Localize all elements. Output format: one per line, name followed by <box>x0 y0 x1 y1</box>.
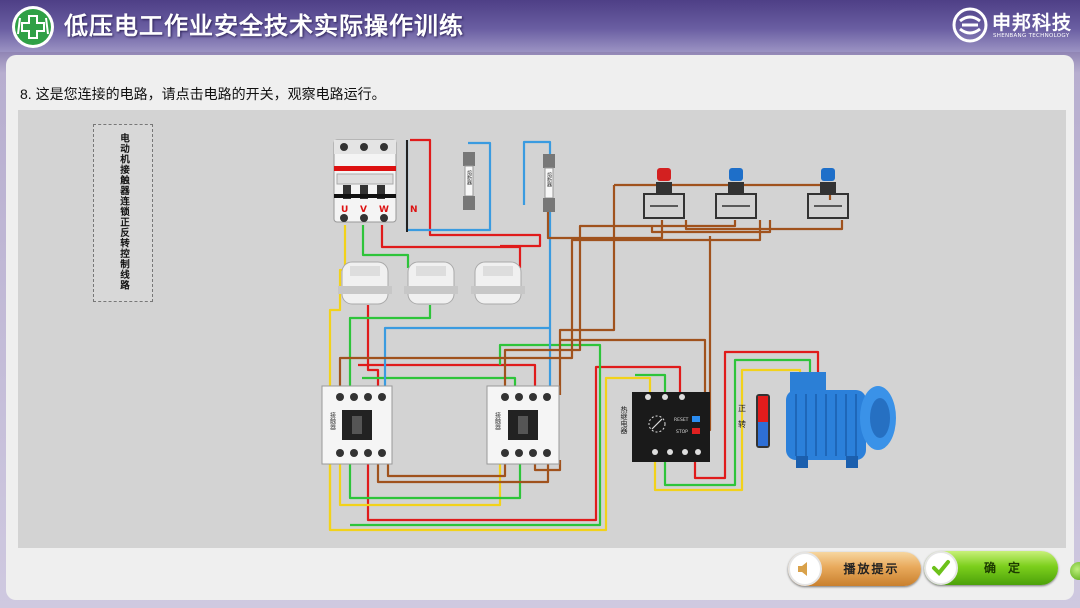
circuit-title-box: 电动机接触器连锁正反转控制线路 <box>93 124 153 302</box>
brand-name: 申邦科技 <box>992 12 1073 34</box>
brand-subtitle: SHENBANG TECHNOLOGY <box>993 33 1070 39</box>
next-page-icon[interactable] <box>1070 562 1080 580</box>
terminal-block-3 <box>471 261 525 305</box>
wire-red <box>366 305 380 395</box>
contactor-reverse-label: 接触器 <box>494 411 501 431</box>
checkmark-icon <box>924 551 958 585</box>
breaker-label-v: V <box>360 205 367 215</box>
circuit-breaker[interactable]: U V W <box>333 139 397 223</box>
wire-brown <box>684 220 844 231</box>
contactor-forward-label: 接触器 <box>329 411 336 431</box>
title-bar: 低压电工作业安全技术实际操作训练 申邦科技 SHENBANG TECHNOLOG… <box>0 0 1080 52</box>
wire-red <box>366 365 682 522</box>
confirm-button[interactable]: 确定 <box>924 551 1058 585</box>
wire-brown <box>386 455 507 478</box>
wire-green <box>663 358 812 487</box>
wire-green <box>361 225 410 268</box>
play-hint-label: 播放提示 <box>843 562 900 576</box>
wire-blue <box>405 140 492 232</box>
thermal-relay: RESET STOP <box>632 392 710 462</box>
relay-stop-label: STOP <box>676 429 688 435</box>
circuit-title: 电动机接触器连锁正反转控制线路 <box>118 133 129 291</box>
wire-blue <box>383 140 552 395</box>
shenbang-swirl-icon <box>952 7 988 43</box>
wire-red <box>380 225 522 268</box>
forward-button[interactable] <box>715 168 757 219</box>
app-title: 低压电工作业安全技术实际操作训练 <box>64 11 464 40</box>
wire-brown <box>558 185 616 395</box>
relay-reset-label: RESET <box>674 417 689 423</box>
terminal-block-2 <box>404 261 458 305</box>
wire-green <box>635 373 667 392</box>
wire-brown <box>546 212 664 240</box>
safety-cross-logo-icon <box>12 6 54 48</box>
breaker-label-u: U <box>341 205 348 215</box>
wire-red <box>693 460 727 480</box>
motor-icon <box>786 372 896 468</box>
instruction-text: 8. 这是您连接的电路，请点击电路的开关，观察电路运行。 <box>20 86 386 102</box>
fuse-1: 熔断器 <box>463 152 475 210</box>
wire-brown <box>560 338 707 395</box>
wire-brown <box>614 183 832 200</box>
fuse-2: 熔断器 <box>543 154 555 212</box>
wire-red <box>358 363 537 395</box>
wire-red <box>410 138 542 248</box>
fuse-2-label: 熔断器 <box>546 171 552 188</box>
contactor-forward: 接触器 <box>321 385 393 465</box>
fuse-1-label: 熔断器 <box>466 169 472 186</box>
wire-green <box>348 305 432 395</box>
breaker-label-w: W <box>379 205 389 215</box>
wire-brown <box>338 220 762 395</box>
wire-green <box>350 343 602 527</box>
wire-brown <box>650 220 772 234</box>
terminal-block-1 <box>338 261 392 305</box>
contactor-reverse: 接触器 <box>486 385 560 465</box>
wire-brown <box>376 455 550 484</box>
play-hint-button[interactable]: 播放提示 <box>788 552 921 586</box>
brand-logo: 申邦科技 SHENBANG TECHNOLOGY <box>952 6 1072 46</box>
neutral-label: N <box>410 205 418 215</box>
wire-yellow <box>338 455 502 507</box>
direction-indicator <box>756 394 770 448</box>
speaker-icon <box>788 552 822 586</box>
wire-green <box>348 455 522 500</box>
confirm-label: 确定 <box>983 561 1032 575</box>
relay-label: 热继电器 <box>620 405 628 435</box>
stop-button[interactable] <box>643 168 685 219</box>
direction-label: 正转 <box>738 404 747 436</box>
reverse-button[interactable] <box>807 168 849 219</box>
